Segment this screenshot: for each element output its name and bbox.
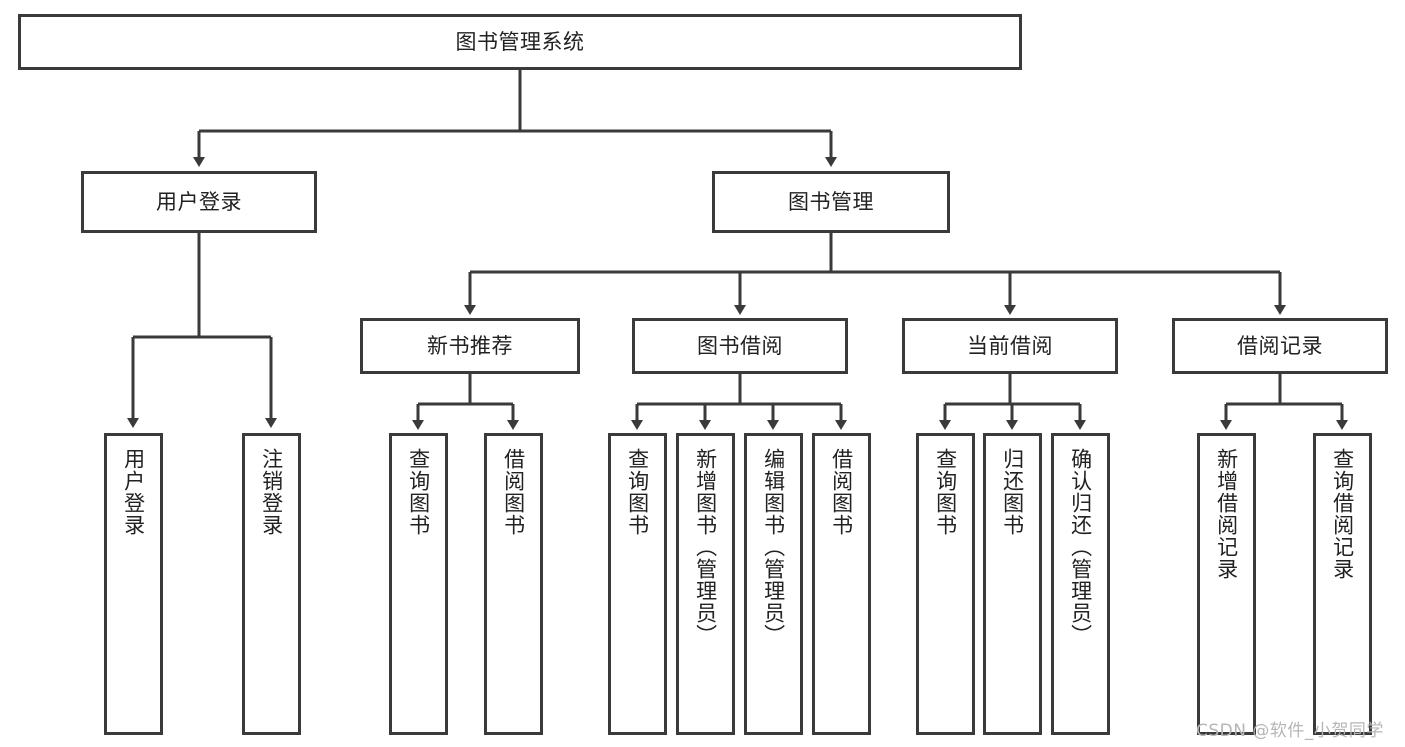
leaf-user-login-logout[interactable]: 注销登录 <box>242 433 301 735</box>
node-label: 新书推荐 <box>427 333 513 358</box>
leaf-new-book-query-book[interactable]: 查询图书 <box>389 433 448 735</box>
node-label: 归还图书 <box>1000 448 1025 536</box>
node-book-management[interactable]: 图书管理 <box>712 171 950 233</box>
leaf-current-borrow-query-book[interactable]: 查询图书 <box>916 433 975 735</box>
node-label: 注销登录 <box>259 448 284 536</box>
node-label: 图书管理 <box>788 189 874 214</box>
node-label: 查询图书 <box>933 448 958 536</box>
node-root-book-management-system[interactable]: 图书管理系统 <box>18 14 1022 70</box>
node-label: 用户登录 <box>156 189 242 214</box>
node-user-login[interactable]: 用户登录 <box>81 171 317 233</box>
node-label: 新增图书（管理员） <box>693 448 718 646</box>
node-borrow-record[interactable]: 借阅记录 <box>1172 318 1388 374</box>
leaf-book-borrow-query-book[interactable]: 查询图书 <box>608 433 667 735</box>
leaf-book-borrow-edit-book-admin[interactable]: 编辑图书（管理员） <box>744 433 803 735</box>
leaf-current-borrow-return-book[interactable]: 归还图书 <box>983 433 1042 735</box>
node-label: 查询借阅记录 <box>1330 448 1355 580</box>
node-label: 查询图书 <box>625 448 650 536</box>
node-label: 查询图书 <box>406 448 431 536</box>
node-book-borrow[interactable]: 图书借阅 <box>632 318 848 374</box>
node-label: 图书借阅 <box>697 333 783 358</box>
node-label: 编辑图书（管理员） <box>761 448 786 646</box>
leaf-user-login-login[interactable]: 用户登录 <box>104 433 163 735</box>
node-current-borrow[interactable]: 当前借阅 <box>902 318 1118 374</box>
leaf-borrow-record-add-record[interactable]: 新增借阅记录 <box>1197 433 1256 735</box>
node-label: 借阅图书 <box>829 448 854 536</box>
leaf-new-book-borrow-book[interactable]: 借阅图书 <box>484 433 543 735</box>
node-label: 新增借阅记录 <box>1214 448 1239 580</box>
node-label: 当前借阅 <box>967 333 1053 358</box>
node-label: 借阅记录 <box>1237 333 1323 358</box>
node-label: 确认归还（管理员） <box>1068 448 1093 646</box>
leaf-current-borrow-confirm-return-admin[interactable]: 确认归还（管理员） <box>1051 433 1110 735</box>
leaf-book-borrow-add-book-admin[interactable]: 新增图书（管理员） <box>676 433 735 735</box>
node-new-book-recommend[interactable]: 新书推荐 <box>360 318 580 374</box>
watermark-text: CSDN @软件_小贺同学 <box>1196 721 1384 741</box>
node-label: 用户登录 <box>121 448 146 536</box>
node-label: 借阅图书 <box>501 448 526 536</box>
leaf-book-borrow-borrow-book[interactable]: 借阅图书 <box>812 433 871 735</box>
node-label: 图书管理系统 <box>455 29 585 54</box>
leaf-borrow-record-query-record[interactable]: 查询借阅记录 <box>1313 433 1372 735</box>
